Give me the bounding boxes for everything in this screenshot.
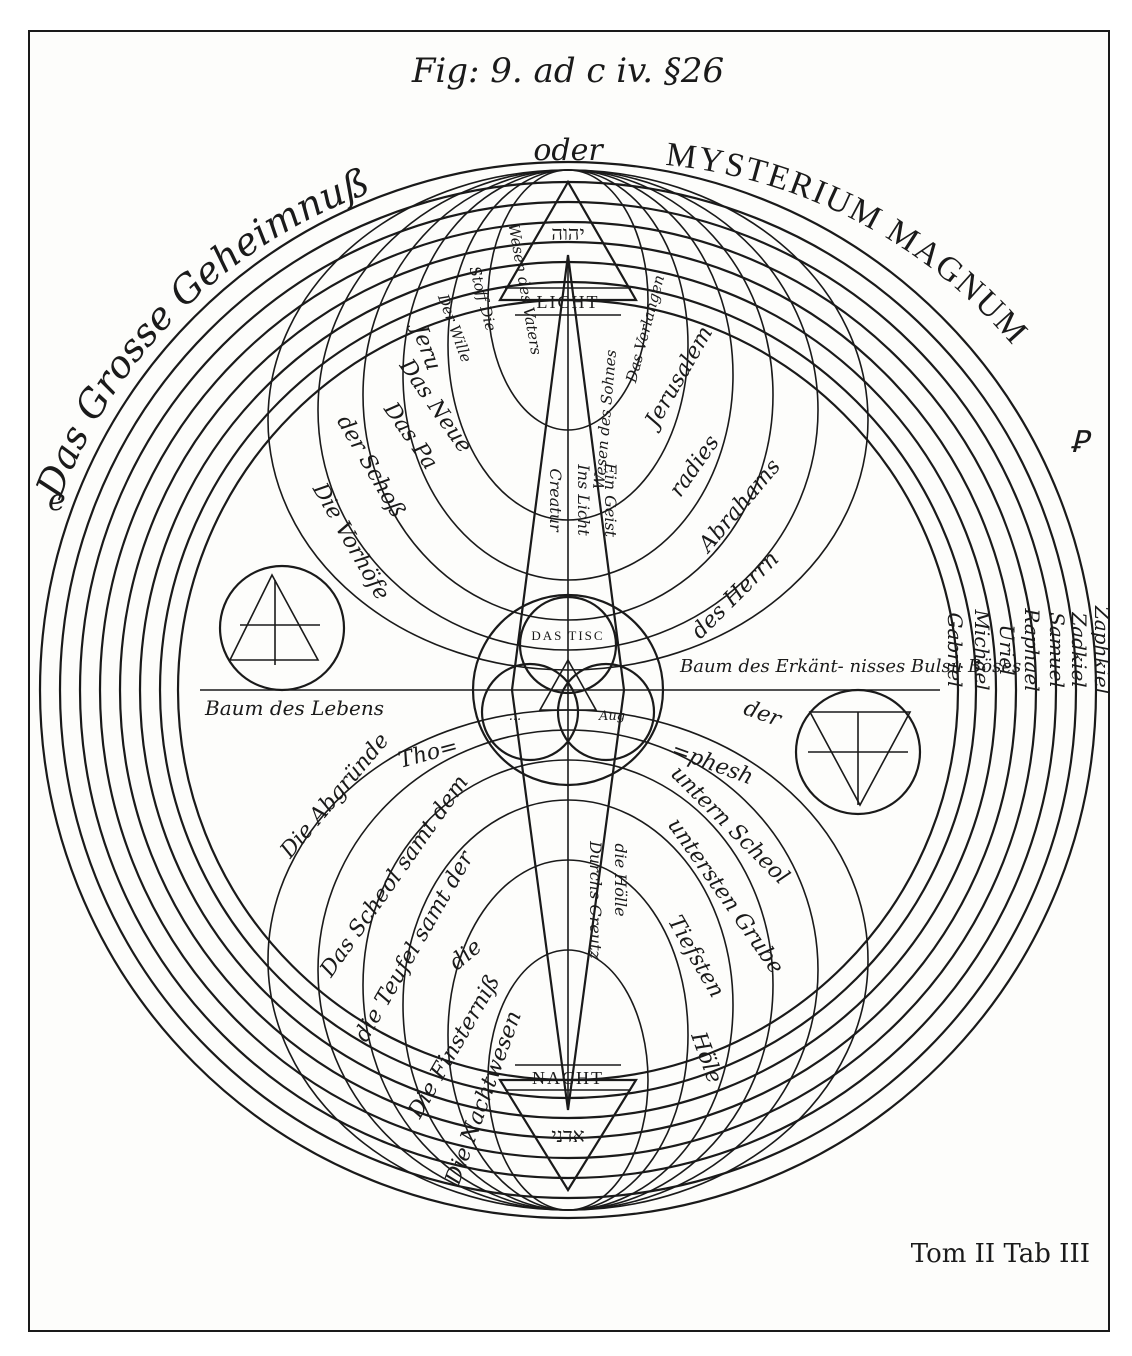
upper-center-left-label: Stoff Die [466,264,501,333]
vertical-lower-labels: Durchs Creutz die Hölle [586,840,630,959]
angel-name: Samuel [1045,612,1069,688]
top-triangle-hebrew: יהוה [551,221,584,245]
title-german: Das Grosse Geheimnuß [27,159,375,504]
center-upper-label: DAS TISC [531,628,604,643]
angel-name: Michael [970,608,994,690]
title-ornament-left: e [48,483,66,518]
right-disc [796,690,920,814]
plate-label: Tom II Tab III [911,1239,1090,1269]
vertical-upper-labels: Ins Licht Ein Geist Creatur [546,462,620,538]
title-ornament-right: Ꝑ [1070,425,1092,460]
lower-right-arc-label: Tiefsten [662,911,729,1002]
lower-left-arc-label: die [445,934,487,975]
figure-label: Fig: 9. ad c iv. §26 [411,51,724,91]
vertical-lower-label: die Hölle [611,843,630,916]
angel-name: Gabriel [943,613,967,688]
vertical-upper-label: Ins Licht [574,463,593,536]
lower-left-arc-label: Die Abgründe [275,729,394,864]
vertical-upper-label: Creatur [546,468,565,533]
title-oder: oder [533,133,604,168]
vertical-lower-label: Durchs Creutz [586,840,605,959]
angel-name: Raphael [1020,607,1044,691]
bottom-triangle-label: NACHT [532,1068,604,1088]
upper-right-arc-label: des Herrn [687,547,784,644]
center-right-label: Aug [598,709,625,724]
left-disc [220,566,344,690]
center-left-label: ... [509,709,521,724]
top-triangle-label: LICHT [537,292,600,312]
left-disc-caption: Baum des Lebens [204,696,384,720]
bottom-triangle-hebrew: אדני [551,1123,584,1147]
angel-name: Uriel [995,624,1019,675]
vertical-upper-label: Ein Geist [601,462,620,538]
angel-name: Zaphkiel [1090,605,1114,694]
lower-left-arc-label: Tho= [396,734,461,774]
angel-name: Zadkiel [1067,611,1091,687]
lower-right-arc-label: der [740,696,785,733]
right-disc-caption: Baum des Erkänt- nisses Bulsu Böses [679,656,1021,677]
